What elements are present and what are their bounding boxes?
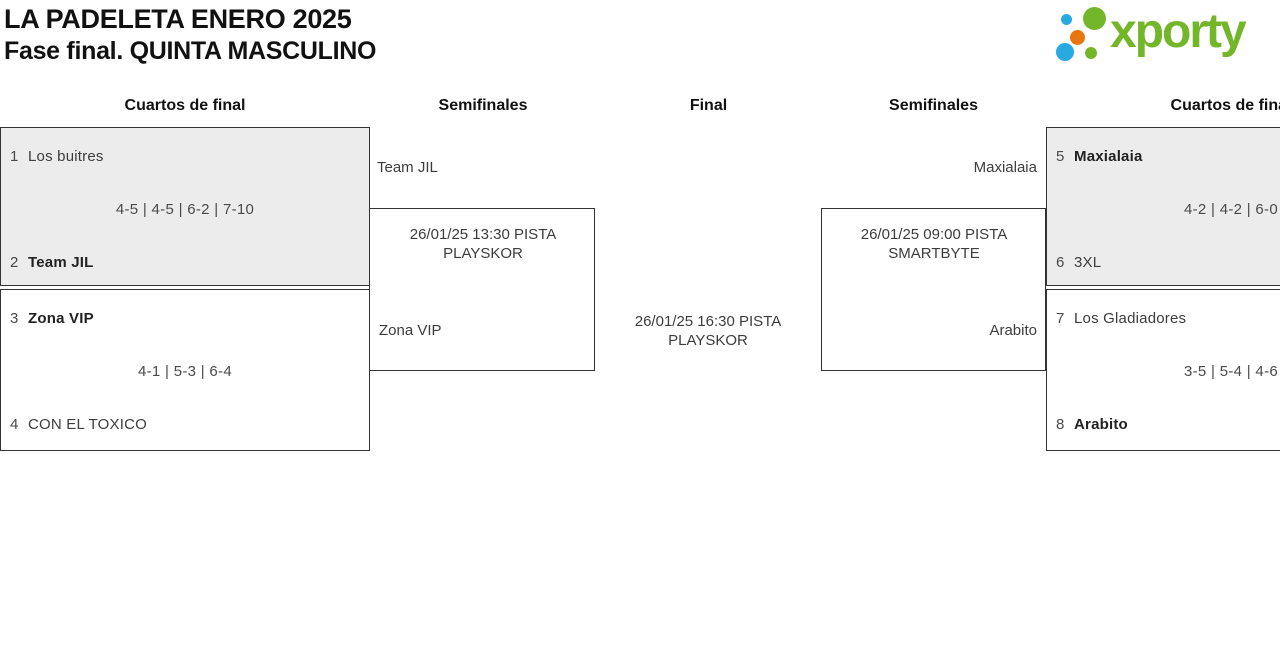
team-name: Los buitres <box>28 148 104 165</box>
logo-dot-icon <box>1070 30 1085 45</box>
round-header-quarterfinals-right: Cuartos de final <box>1170 97 1280 114</box>
match-score: 4-1 | 5-3 | 6-4 <box>137 363 232 380</box>
match-qf2[interactable]: 3 Zona VIP 4-1 | 5-3 | 6-4 4 CON EL TOXI… <box>0 289 370 451</box>
seed-number: 1 <box>10 148 19 165</box>
match-row: 2 Team JIL <box>1 254 369 272</box>
final-schedule: 26/01/25 16:30 PISTA PLAYSKOR <box>634 313 782 349</box>
logo-dot-icon <box>1061 14 1072 25</box>
match-row: 8 Arabito <box>1047 416 1280 434</box>
match-schedule: 26/01/25 13:30 PISTA PLAYSKOR <box>409 226 557 262</box>
match-row: 6 3XL <box>1047 254 1280 272</box>
sf-right-team-b: Arabito <box>989 322 1037 339</box>
page-title: LA PADELETA ENERO 2025 <box>4 4 352 34</box>
sf-left-team-a: Team JIL <box>377 159 438 176</box>
logo-wordmark: xporty <box>1110 5 1247 58</box>
match-qf4[interactable]: 7 Los Gladiadores 3-5 | 5-4 | 4-6 8 Arab… <box>1046 289 1280 451</box>
seed-number: 7 <box>1056 310 1065 327</box>
match-sf-right[interactable]: 26/01/25 09:00 PISTA SMARTBYTE Arabito <box>821 208 1046 371</box>
team-name-winner: Maxialaia <box>1074 148 1143 165</box>
match-schedule: 26/01/25 09:00 PISTA SMARTBYTE <box>860 226 1008 262</box>
match-score: 4-2 | 4-2 | 6-0 <box>1183 201 1278 218</box>
match-row: 5 Maxialaia <box>1047 148 1280 166</box>
seed-number: 8 <box>1056 416 1065 433</box>
sf-right-team-a: Maxialaia <box>973 159 1037 176</box>
page-subtitle: Fase final. QUINTA MASCULINO <box>4 37 377 65</box>
round-header-final: Final <box>689 97 728 114</box>
match-score: 3-5 | 5-4 | 4-6 <box>1183 363 1278 380</box>
seed-number: 2 <box>10 254 19 271</box>
logo-dot-icon <box>1056 43 1074 61</box>
team-name: 3XL <box>1074 254 1102 271</box>
seed-number: 5 <box>1056 148 1065 165</box>
seed-number: 6 <box>1056 254 1065 271</box>
logo-dot-icon <box>1085 47 1097 59</box>
team-name-winner: Team JIL <box>28 254 94 271</box>
round-header-quarterfinals-left: Cuartos de final <box>124 97 246 114</box>
match-qf1[interactable]: 1 Los buitres 4-5 | 4-5 | 6-2 | 7-10 2 T… <box>0 127 370 286</box>
team-name: Los Gladiadores <box>1074 310 1187 327</box>
seed-number: 3 <box>10 310 19 327</box>
team-name-winner: Zona VIP <box>28 310 94 327</box>
sf-left-team-b: Zona VIP <box>379 322 442 339</box>
match-row: 4 CON EL TOXICO <box>1 416 369 434</box>
logo-dot-icon <box>1083 7 1106 30</box>
match-row: 7 Los Gladiadores <box>1047 310 1280 328</box>
round-header-semifinals-right: Semifinales <box>889 97 978 114</box>
team-name-winner: Arabito <box>1074 416 1128 433</box>
match-sf-left[interactable]: 26/01/25 13:30 PISTA PLAYSKOR Zona VIP <box>369 208 595 371</box>
match-qf3[interactable]: 5 Maxialaia 4-2 | 4-2 | 6-0 6 3XL <box>1046 127 1280 286</box>
team-name: CON EL TOXICO <box>28 416 148 433</box>
xporty-logo[interactable]: xporty <box>1046 0 1280 72</box>
round-header-semifinals-left: Semifinales <box>438 97 528 114</box>
match-row: 3 Zona VIP <box>1 310 369 328</box>
seed-number: 4 <box>10 416 19 433</box>
match-score: 4-5 | 4-5 | 6-2 | 7-10 <box>115 201 255 218</box>
match-row: 1 Los buitres <box>1 148 369 166</box>
